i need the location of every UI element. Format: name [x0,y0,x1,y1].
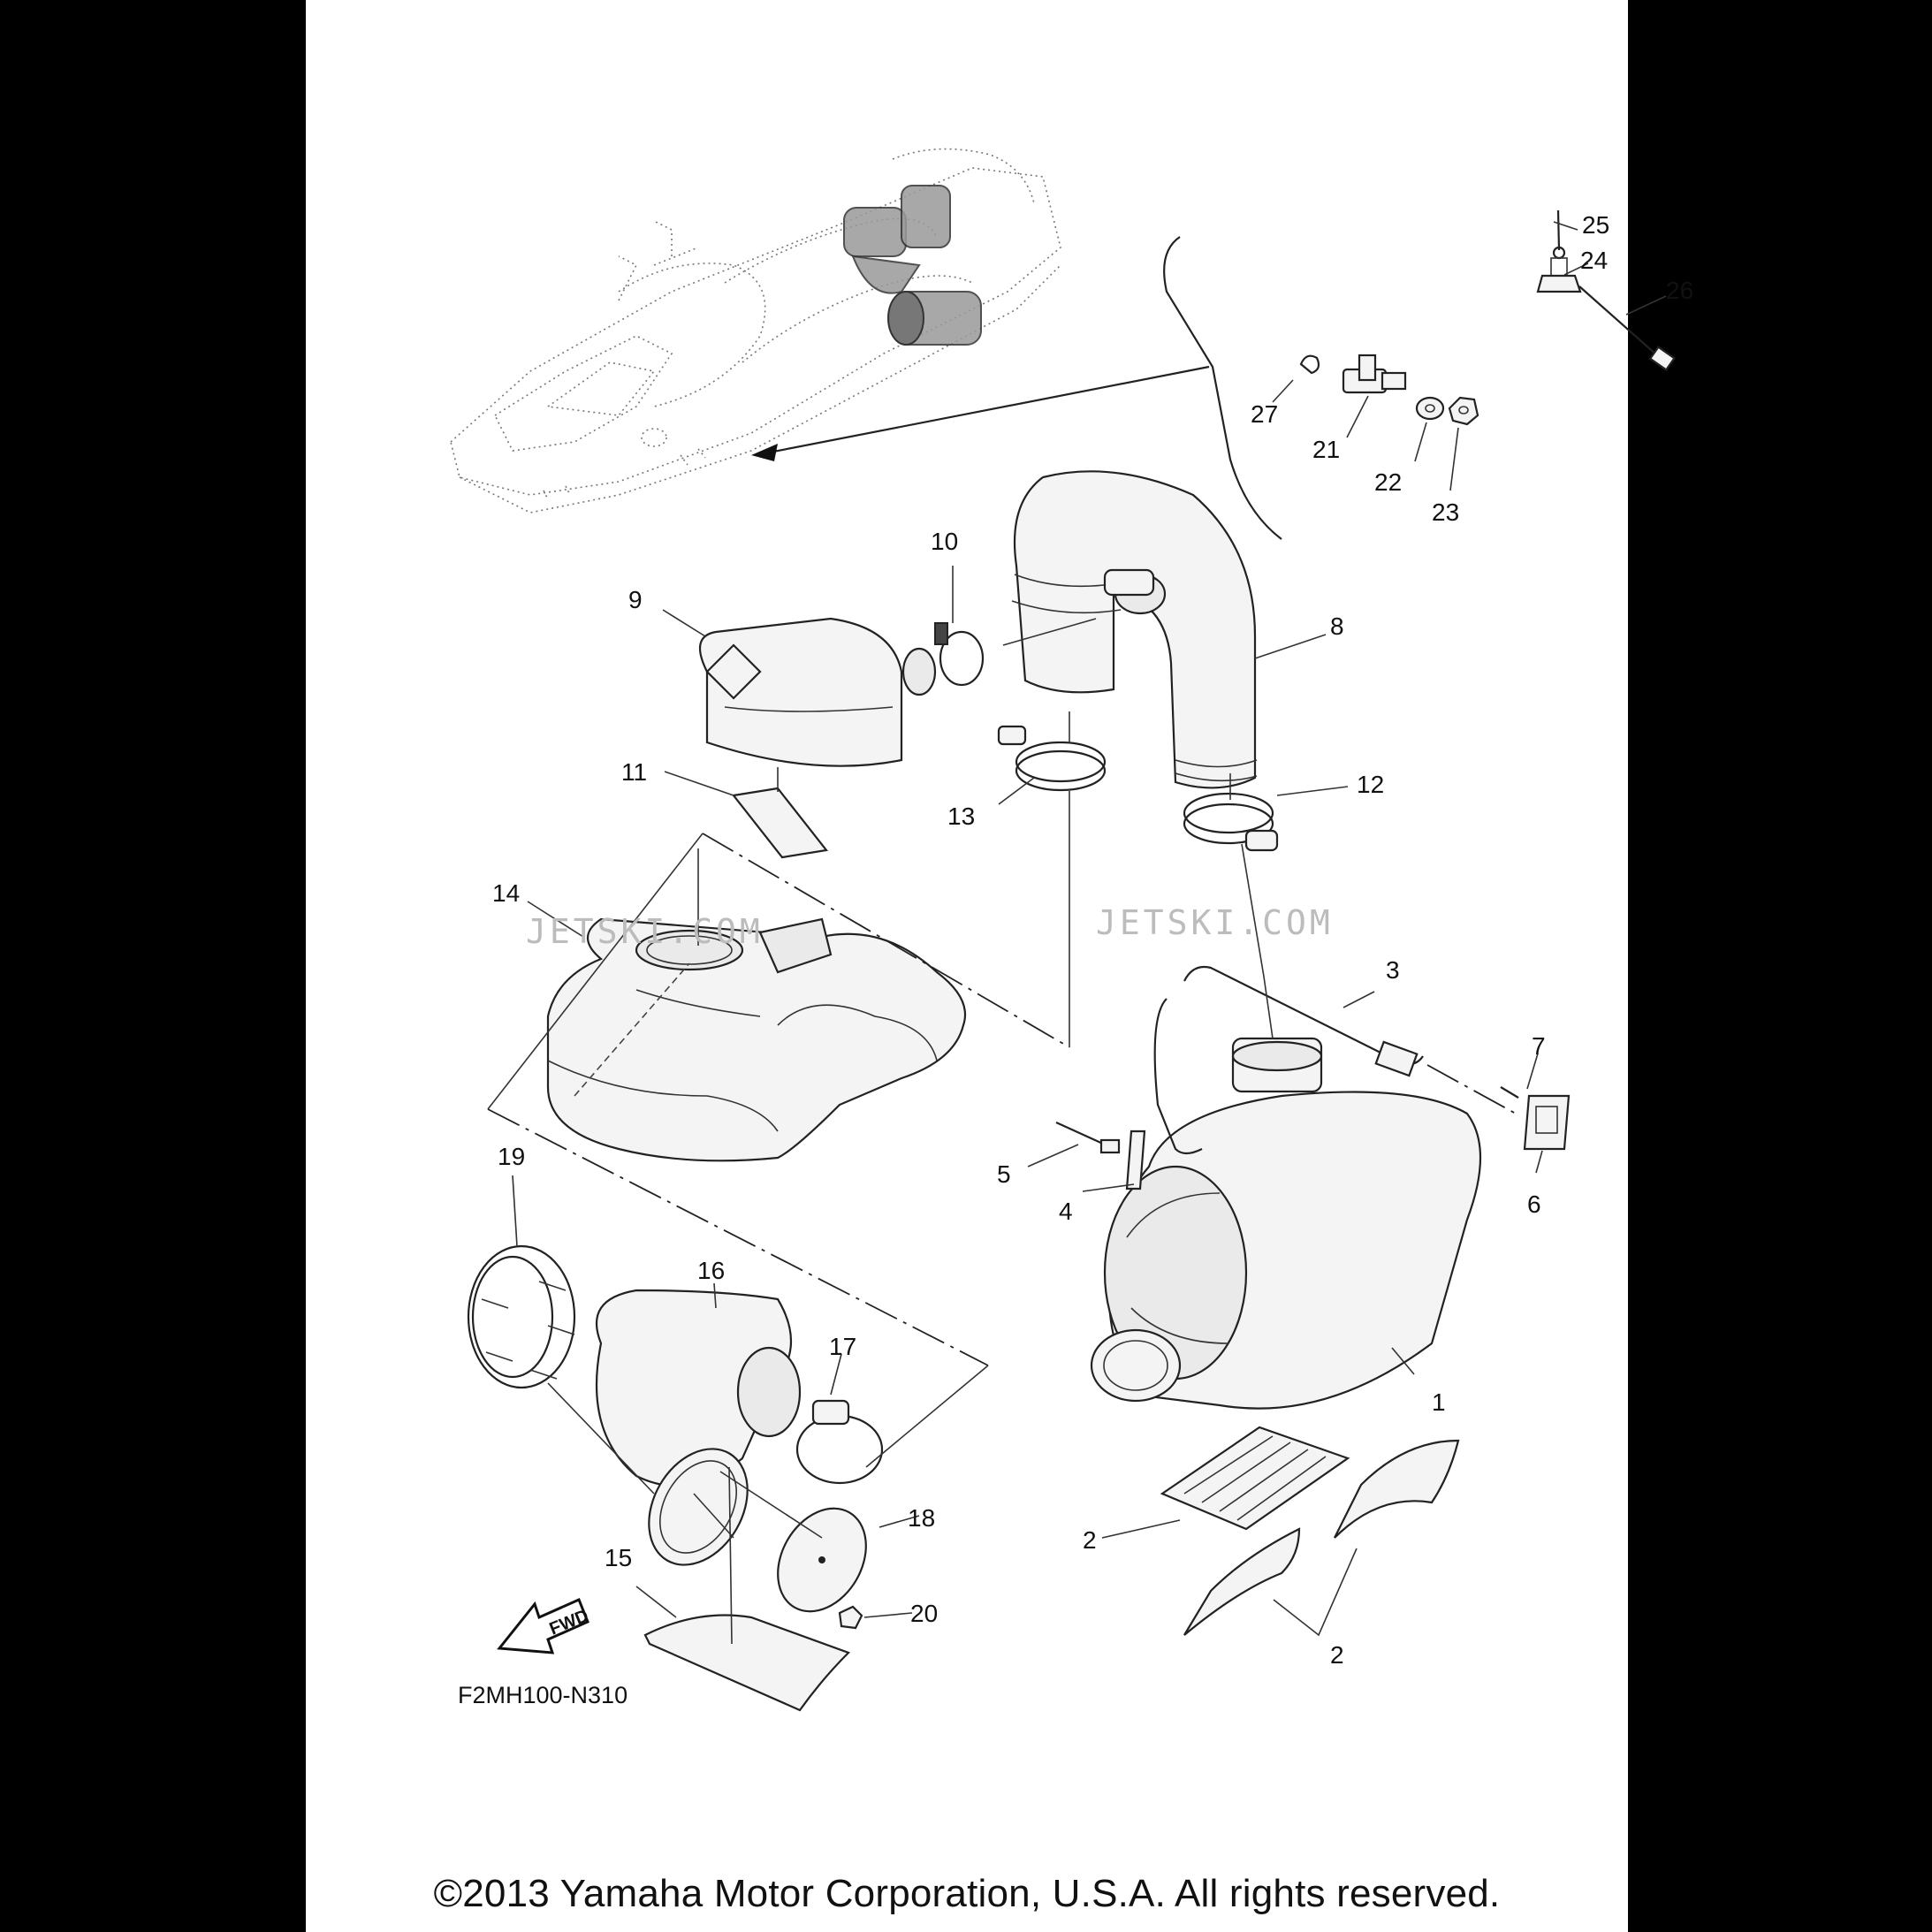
part-20-nut [838,1605,863,1630]
part-11-pad [731,787,829,859]
callout-11: 11 [621,758,647,786]
callout-27: 27 [1251,400,1278,428]
callout-21: 21 [1312,436,1340,463]
part-19-ring [467,1244,576,1389]
part-12-clamp [1183,792,1279,852]
part-1-muffler [1090,1037,1482,1410]
callout-7: 7 [1532,1032,1546,1060]
part-14-air-box [546,917,967,1162]
callout-20: 20 [910,1600,938,1627]
callout-2b: 2 [1330,1641,1344,1669]
callout-17: 17 [829,1333,856,1360]
detail-bracket [1163,236,1282,540]
callout-23: 23 [1432,498,1459,526]
callout-16: 16 [697,1257,725,1284]
callout-6: 6 [1527,1190,1541,1218]
assembly-lines [487,618,1517,1645]
callout-4: 4 [1059,1198,1073,1225]
part-3-strap [1153,965,1424,1155]
callout-13: 13 [947,802,975,830]
callout-22: 22 [1374,468,1402,496]
diagram-code: F2MH100-N310 [458,1682,628,1708]
callout-14: 14 [492,879,520,907]
part-2-pads [1160,1426,1460,1636]
callout-9: 9 [628,586,643,613]
overview-arrow [751,365,1210,461]
callout-10: 10 [931,528,958,555]
callout-5: 5 [997,1160,1011,1188]
watercraft-overview [450,148,1061,513]
part-9-resonator [698,617,937,767]
callout-19: 19 [498,1143,525,1170]
watermark-left: JETSKI.COM [526,912,764,951]
callout-18: 18 [908,1504,935,1532]
copyright-notice: ©2013 Yamaha Motor Corporation, U.S.A. A… [433,1872,1501,1915]
drain-fitting-detail [1299,209,1676,426]
part-13-clamp [997,725,1107,792]
part-18-disc [648,1448,867,1613]
callout-26: 26 [1666,277,1693,304]
part-17-clamp [795,1399,884,1485]
bracket-parts [1055,1086,1571,1190]
callout-3: 3 [1386,956,1400,984]
callout-labels: 1 2 2 3 4 5 6 7 8 9 10 11 12 13 14 15 16… [492,211,1693,1669]
callout-2a: 2 [1083,1526,1097,1554]
watermark-right: JETSKI.COM [1096,903,1334,942]
callout-12: 12 [1357,771,1384,798]
callout-8: 8 [1330,612,1344,640]
leader-lines [527,221,1667,1637]
part-10-clamp [934,622,985,687]
callout-24: 24 [1580,247,1608,274]
callout-25: 25 [1582,211,1609,239]
fwd-arrow: FWD [497,1597,591,1654]
part-16-duct [595,1289,802,1487]
watermark: JETSKI.COM JETSKI.COM [526,903,1334,951]
callout-15: 15 [605,1544,632,1571]
part-15-pad [643,1614,850,1712]
part-8-intake-elbow [1011,470,1258,789]
callout-1: 1 [1432,1388,1446,1416]
